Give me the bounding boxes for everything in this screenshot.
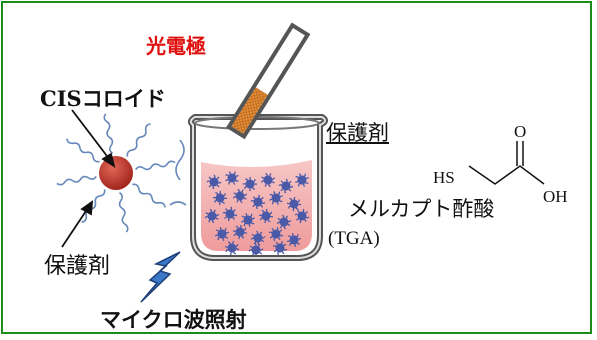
- photoelectrode-label: 光電極: [146, 34, 206, 58]
- protecting-agent-label: 保護剤: [44, 254, 111, 279]
- tga-structure-icon: HS O OH: [433, 122, 568, 206]
- electrode-icon: [226, 22, 311, 140]
- lightning-bolt-icon: [140, 251, 181, 303]
- thiol-label: HS: [433, 168, 455, 187]
- microwave-label: マイクロ波照射: [100, 308, 247, 332]
- carbonyl-o-label: O: [514, 122, 526, 141]
- pointer-arrows: [61, 109, 116, 248]
- cis-colloid-label: CISコロイド: [40, 86, 166, 111]
- tga-name-label: メルカプト酢酸: [348, 197, 495, 221]
- figure-frame: [1, 1, 592, 334]
- protecting-agent-heading: 保護剤: [326, 121, 389, 145]
- tga-abbr-label: (TGA): [328, 228, 380, 249]
- colloid-particle-icon: [55, 112, 177, 234]
- hydroxyl-label: OH: [543, 187, 568, 206]
